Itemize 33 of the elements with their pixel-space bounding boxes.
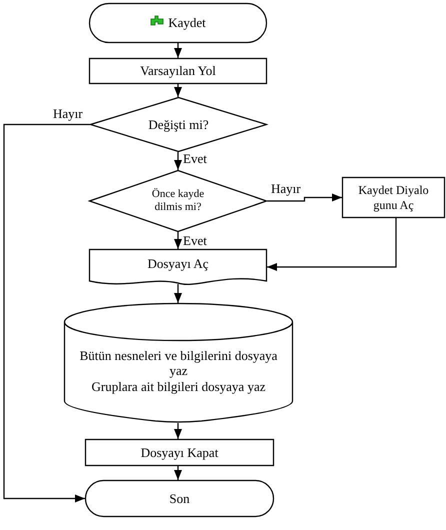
- decision-diamond: [90, 97, 267, 152]
- arrow: [174, 152, 182, 170]
- database-cylinder: [64, 303, 293, 423]
- arrow: [3, 124, 90, 502]
- arrow: [174, 43, 182, 58]
- node-text: Varsayılan Yol: [140, 63, 216, 79]
- arrow: [174, 466, 182, 480]
- node-text: Gruplara ait bilgileri dosyaya yaz: [92, 378, 266, 394]
- start-terminal: [89, 3, 267, 43]
- arrow: [174, 423, 182, 439]
- node-text: Dosyayı Kapat: [140, 444, 218, 460]
- arrow: [174, 84, 182, 97]
- edge-label: Hayır: [52, 107, 84, 122]
- node-text: Kaydet Diyalo gunu Aç: [357, 183, 430, 212]
- process-box: [89, 58, 267, 84]
- end-terminal: [85, 480, 274, 517]
- node-text: Önce kayde dilmis mi?: [150, 188, 206, 214]
- arrow: [267, 218, 397, 271]
- decision-diamond: [89, 170, 267, 232]
- edge-label: Hayır: [270, 182, 302, 196]
- process-box: [342, 177, 445, 218]
- node-text: Değişti mi?: [148, 116, 209, 132]
- process-box: [85, 439, 274, 466]
- edge-label: Evet: [182, 152, 208, 166]
- node-text: Bütün nesneleri ve bilgilerini dosyaya yaz: [78, 348, 278, 379]
- arrow: [267, 194, 342, 202]
- node-text: Kaydet: [168, 15, 206, 31]
- document-shape: [89, 249, 267, 287]
- node-text: Dosyayı Aç: [147, 256, 209, 272]
- edge-label: Evet: [182, 234, 208, 248]
- node-text: Son: [169, 490, 190, 506]
- arrow: [174, 284, 182, 303]
- arrow: [174, 232, 182, 249]
